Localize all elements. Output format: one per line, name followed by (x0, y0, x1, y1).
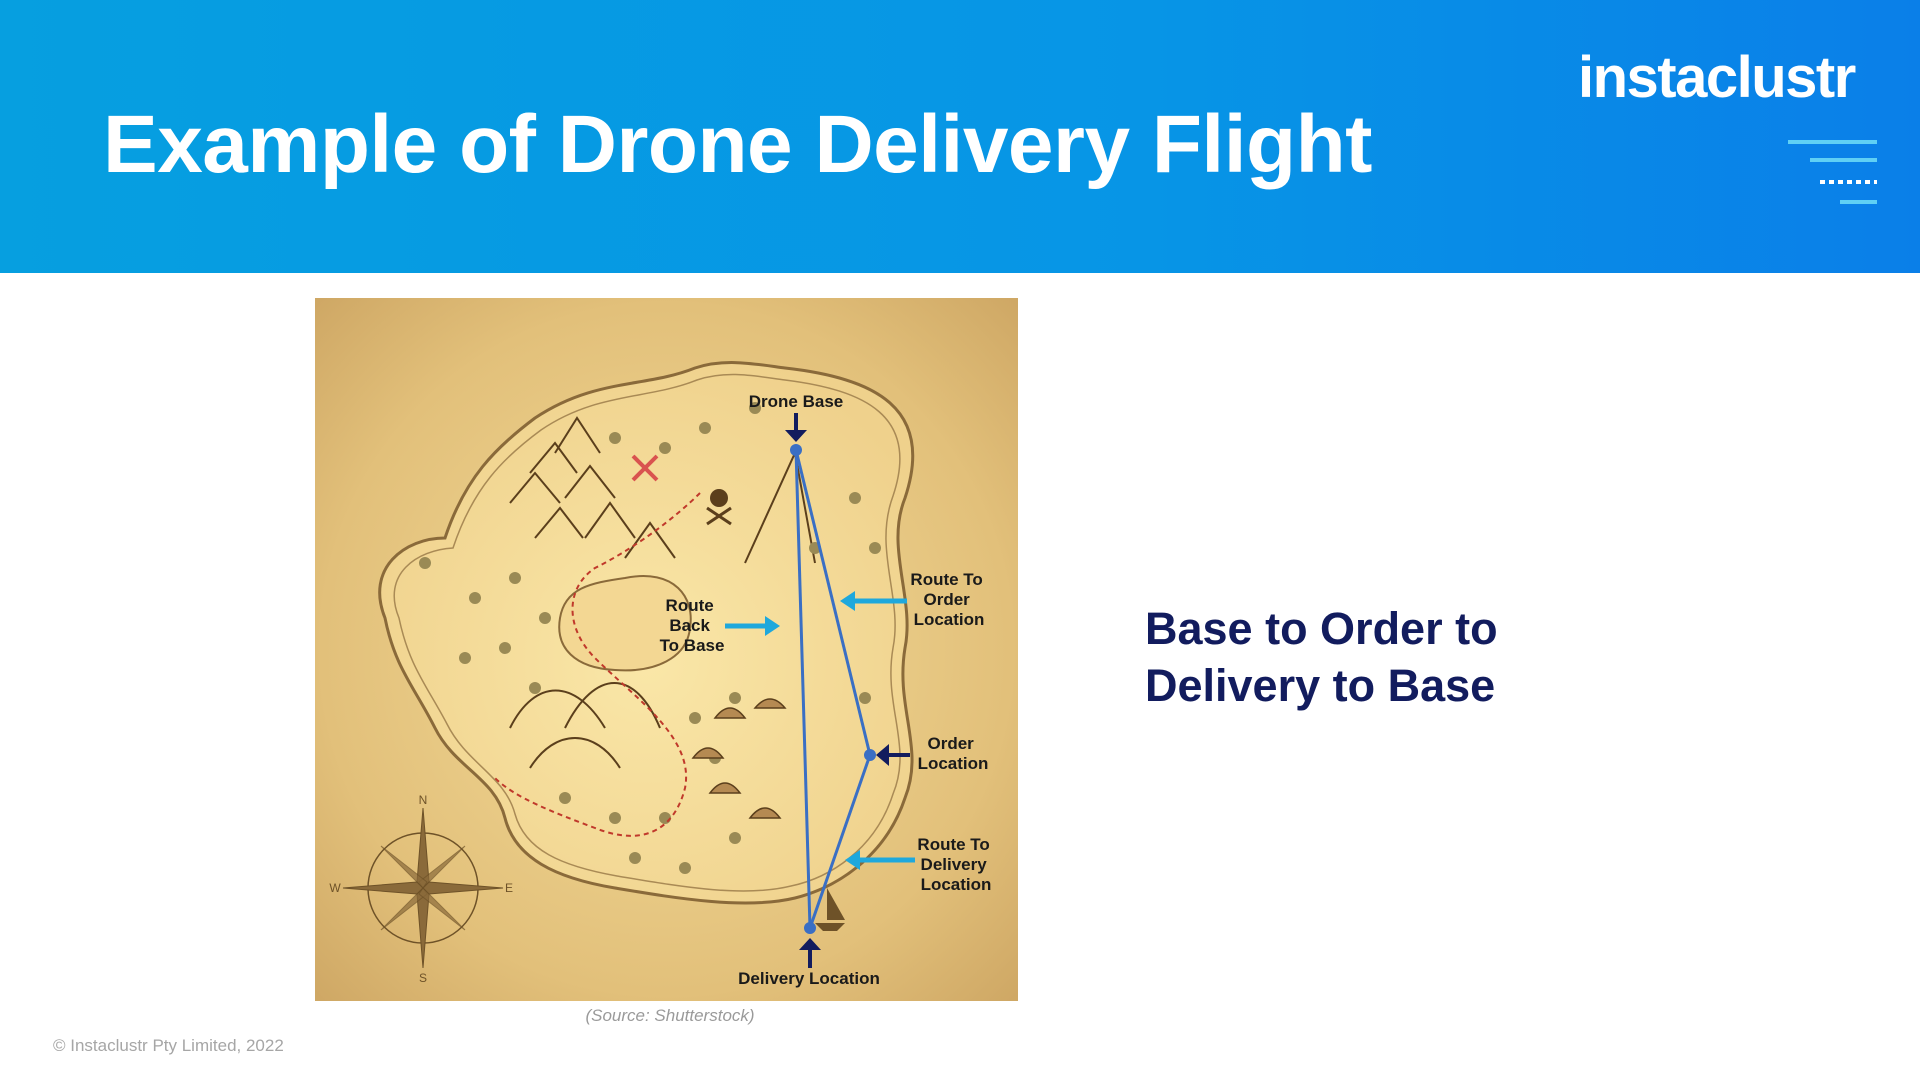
summary-line-2: Delivery to Base (1145, 660, 1496, 711)
summary-line-1: Base to Order to (1145, 603, 1498, 654)
image-source-caption: (Source: Shutterstock) (585, 1006, 755, 1025)
compass-w: W (329, 881, 341, 895)
summary-text: Base to Order to Delivery to Base (1145, 600, 1498, 714)
decorative-lines-icon (1788, 140, 1877, 204)
instaclustr-logo: instaclustr (1578, 45, 1856, 110)
compass-e: E (505, 881, 513, 895)
label-route-back: Route Back To Base (660, 596, 725, 655)
navy-arrows (785, 413, 910, 968)
trail-path (494, 492, 701, 837)
delivery-location-point (804, 922, 816, 934)
treasure-x-icon (631, 454, 659, 482)
boat-icon (815, 888, 845, 931)
lake-shape (558, 575, 692, 672)
copyright-footer: © Instaclustr Pty Limited, 2022 (53, 1036, 284, 1055)
label-delivery-location: Delivery Location (738, 969, 880, 988)
drone-route-lines (794, 449, 872, 929)
slide-title: Example of Drone Delivery Flight (103, 99, 1372, 190)
header-banner: Example of Drone Delivery Flight instacl… (0, 0, 1920, 273)
compass-n: N (419, 793, 428, 807)
cyan-arrows (725, 591, 915, 870)
label-route-to-delivery: Route To Delivery Location (917, 835, 994, 894)
drone-base-point (790, 444, 802, 456)
compass-s: S (419, 971, 427, 985)
order-location-point (864, 749, 876, 761)
compass-rose-icon: N S E W (329, 793, 513, 985)
label-route-to-order: Route To Order Location (910, 570, 987, 629)
treasure-map-image: N S E W (315, 298, 1018, 1001)
huts-icon (691, 698, 787, 819)
label-drone-base: Drone Base (749, 392, 843, 411)
skull-icon (706, 489, 732, 526)
label-order-location: Order Location (918, 734, 989, 773)
